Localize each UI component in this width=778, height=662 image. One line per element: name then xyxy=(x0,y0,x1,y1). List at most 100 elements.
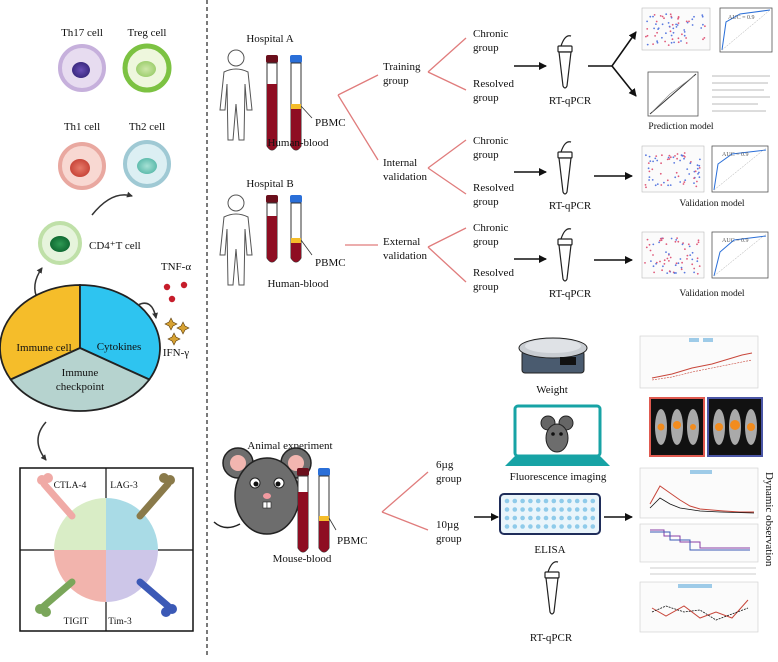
mouse-blood-tube-icon xyxy=(297,468,309,553)
th2-cell xyxy=(123,140,171,188)
th17-label: Th17 cell xyxy=(61,27,103,39)
thumb-dot xyxy=(649,15,652,18)
thumb-dot xyxy=(665,32,667,35)
thumb-dot xyxy=(652,160,654,163)
thumb-dot xyxy=(645,246,648,249)
elisa-well xyxy=(512,524,518,529)
pcr-tube-icon xyxy=(557,228,573,282)
thumb-dot xyxy=(677,22,680,24)
thumb-dot xyxy=(676,24,679,26)
thumb-dot xyxy=(664,40,666,43)
weight-line-chart-thumb xyxy=(639,335,759,389)
elisa-well xyxy=(590,524,596,529)
thumb-dot xyxy=(658,241,660,244)
thumb-dot xyxy=(667,184,669,187)
external-boxplot-thumb xyxy=(641,231,705,279)
thumb-dot xyxy=(686,254,689,257)
thumb-dot xyxy=(693,267,696,270)
elisa-well xyxy=(590,515,596,521)
prediction-model-label: Prediction model xyxy=(648,122,714,132)
elisa-well xyxy=(590,507,596,512)
thumb-dot xyxy=(677,41,680,44)
pie-label-cytokines: Cytokines xyxy=(97,341,142,353)
dose-10ug-label-2: group xyxy=(436,533,462,545)
thumb-dot xyxy=(652,243,655,246)
thumb-dot xyxy=(667,22,670,24)
training-group-label-2: group xyxy=(383,75,409,87)
mouse-blood-label: Mouse-blood xyxy=(273,553,332,565)
svg-text:group: group xyxy=(473,149,499,161)
thumb-dot xyxy=(647,162,650,165)
elisa-well xyxy=(504,524,510,529)
thumb-dot xyxy=(668,270,671,273)
th1-label: Th1 cell xyxy=(64,121,100,133)
elisa-well xyxy=(551,515,557,521)
th17-cell xyxy=(58,44,106,92)
elisa-well xyxy=(567,507,572,512)
external-validation-label-2: validation xyxy=(383,250,427,262)
output-arrows xyxy=(588,31,637,264)
thumb-dot xyxy=(677,16,680,19)
thumb-dot xyxy=(661,15,664,18)
thumb-dot xyxy=(644,184,647,186)
pcr-tube-icon xyxy=(544,561,560,615)
thumb-dot xyxy=(669,30,672,33)
tnf-alpha-molecules xyxy=(163,281,188,303)
animal-experiment-label: Animal experiment xyxy=(247,440,332,452)
elisa-well xyxy=(582,524,588,529)
thumb-dot xyxy=(655,155,658,158)
thumb-dot xyxy=(651,168,654,171)
thumb-dot xyxy=(645,186,647,189)
thumb-dot xyxy=(659,239,661,242)
thumb-dot xyxy=(652,254,654,256)
internal-validation-label-2: validation xyxy=(383,171,427,183)
elisa-well xyxy=(520,515,525,521)
thumb-dot xyxy=(701,14,704,16)
fluorescence-images-thumb xyxy=(649,397,763,457)
svg-text:Chronic: Chronic xyxy=(473,28,509,40)
calibration-thumb xyxy=(647,71,699,117)
thumb-dot xyxy=(669,156,672,159)
elisa-well xyxy=(504,498,510,504)
thumb-dot xyxy=(686,168,689,171)
svg-text:group: group xyxy=(473,42,499,54)
thumb-dot xyxy=(659,15,662,17)
elisa-well xyxy=(574,524,580,529)
thumb-dot xyxy=(680,266,683,269)
elisa-well xyxy=(559,524,564,529)
treg-label: Treg cell xyxy=(127,27,166,39)
pbmc-tube-icon xyxy=(290,55,302,151)
thumb-dot xyxy=(680,40,682,42)
internal-roc-thumb: AUC = 0.9 xyxy=(711,145,769,193)
thumb-dot xyxy=(687,243,690,246)
elisa-well xyxy=(512,498,518,504)
thumb-dot xyxy=(683,157,685,160)
elisa-well xyxy=(535,515,541,521)
thumb-dot xyxy=(667,156,670,159)
dose-10ug-label-1: 10µg xyxy=(436,519,459,531)
thumb-dot xyxy=(693,182,695,185)
elisa-well xyxy=(520,498,525,504)
dynamic-observation-label: Dynamic observation xyxy=(763,472,775,567)
thumb-dot xyxy=(702,23,704,26)
thumb-dot xyxy=(669,256,672,259)
pie-to-checkpoint-arrow xyxy=(37,421,47,461)
thumb-dot xyxy=(691,251,694,254)
internal-boxplot-thumb xyxy=(641,145,705,193)
cd4-label: CD4⁺T cell xyxy=(89,240,141,252)
thumb-dot xyxy=(691,263,694,266)
tim3-bone-icon xyxy=(136,578,177,617)
thumb-dot xyxy=(704,25,706,28)
thumb-dot xyxy=(683,271,686,274)
svg-text:group: group xyxy=(473,196,499,208)
thumb-dot xyxy=(670,15,673,18)
elisa-well xyxy=(504,507,510,512)
external-validation-label-1: External xyxy=(383,236,420,248)
thumb-dot xyxy=(684,179,687,182)
thumb-dot xyxy=(667,44,670,46)
mouse-icon xyxy=(213,447,312,535)
thumb-dot xyxy=(697,239,700,242)
treg-cell xyxy=(122,43,172,93)
